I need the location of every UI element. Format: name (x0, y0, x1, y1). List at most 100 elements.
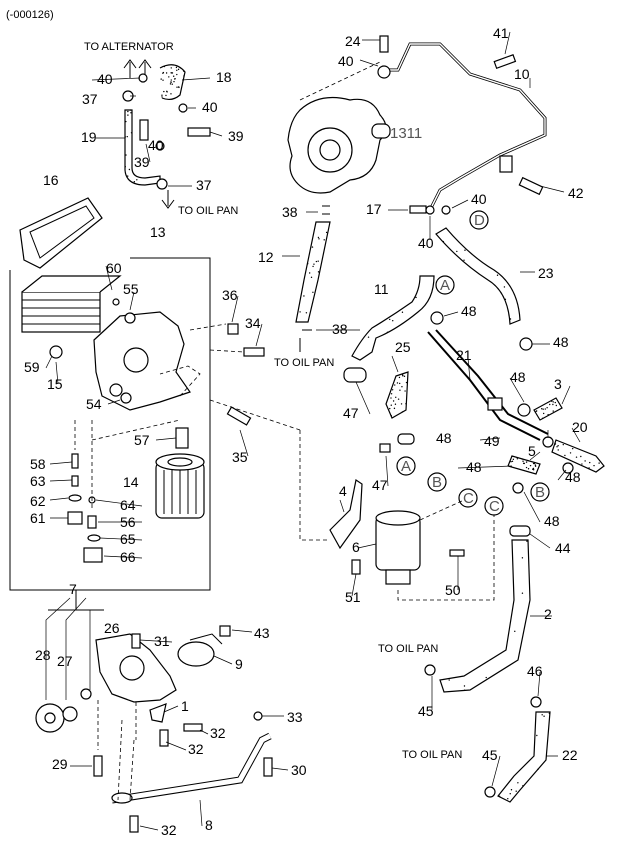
seal-27 (62, 706, 78, 722)
callout-48-a: 48 (461, 303, 477, 319)
callout-37-bottom: 37 (196, 177, 212, 193)
callout-64: 64 (120, 497, 136, 513)
callout-43: 43 (254, 625, 270, 641)
note-to-alternator: TO ALTERNATOR (84, 41, 174, 53)
clamp-44 (509, 525, 531, 537)
clamp-47-b (379, 443, 391, 453)
clamp-45-a (424, 664, 436, 676)
bolt-29 (93, 755, 103, 777)
callout-34: 34 (245, 315, 261, 331)
clamp-48-25 (397, 433, 415, 445)
clamp-48-c (519, 337, 533, 351)
callout-60: 60 (106, 260, 122, 276)
bolt-17 (409, 205, 427, 214)
ref-circle-C-2 (458, 488, 478, 508)
callout-62: 62 (30, 493, 46, 509)
callout-4: 4 (339, 483, 347, 499)
callout-63: 63 (30, 473, 46, 489)
callout-39-b: 39 (134, 154, 150, 170)
callout-30: 30 (291, 762, 307, 778)
callout-2: 2 (544, 606, 552, 622)
ref-C-1: C (489, 498, 500, 515)
callout-12: 12 (258, 249, 274, 265)
callout-15: 15 (47, 376, 63, 392)
ref-circle-D (469, 210, 489, 230)
callout-45-a: 45 (418, 703, 434, 719)
note-to-oil-pan-2: TO OIL PAN (274, 357, 334, 369)
ref-D: D (474, 212, 485, 229)
gasket-16 (19, 197, 103, 269)
callout-49: 49 (484, 433, 500, 449)
o-ring-33 (253, 711, 263, 721)
bolt-32-b (183, 723, 203, 732)
clamp-48-b (517, 403, 531, 417)
callout-5: 5 (528, 443, 536, 459)
seal-62 (68, 494, 82, 502)
pipe-21-b (435, 329, 549, 435)
alternator-line-group: TO ALTERNATOR TO OIL PAN (84, 41, 238, 217)
bolt-50 (449, 549, 465, 557)
hose-5 (507, 455, 541, 475)
hose-11 (351, 275, 435, 361)
callout-39-a: 39 (228, 128, 244, 144)
callout-55: 55 (123, 281, 139, 297)
callout-13: 13 (150, 224, 166, 240)
callout-27: 27 (57, 653, 73, 669)
callout-21: 21 (456, 347, 472, 363)
bracket-1 (149, 703, 167, 723)
callout-51: 51 (345, 589, 361, 605)
callout-48-g: 48 (544, 513, 560, 529)
oil-separator-group: B C (299, 430, 495, 601)
plug-58 (71, 453, 79, 469)
ref-A-1: A (440, 277, 450, 294)
callout-48-b: 48 (553, 334, 569, 350)
spring-56 (87, 515, 97, 529)
note-to-oil-pan-4: TO OIL PAN (402, 749, 462, 761)
bolt-42 (518, 176, 544, 196)
callout-40-turbo: 40 (338, 53, 354, 69)
callout-22: 22 (562, 747, 578, 763)
ref-circle-B-1 (530, 482, 550, 502)
bolt-39-a (139, 119, 149, 141)
note-to-oil-pan-3: TO OIL PAN (378, 643, 438, 655)
callout-54: 54 (86, 396, 102, 412)
plug-15 (49, 345, 63, 359)
pipe-21-a (427, 331, 541, 441)
callout-25: 25 (395, 339, 411, 355)
callout-40-b17: 40 (418, 235, 434, 251)
callout-47-a: 47 (343, 405, 359, 421)
note-to-oil-pan-1: TO OIL PAN (178, 205, 238, 217)
callout-48-f: 48 (565, 469, 581, 485)
hose-2 (439, 539, 531, 693)
callout-7: 7 (69, 581, 77, 597)
leader-lines (45, 31, 581, 831)
ref-C-2: C (463, 490, 474, 507)
ref-B-2: B (432, 474, 442, 491)
callout-24: 24 (345, 33, 361, 49)
clamp-45-b (484, 786, 496, 798)
callout-46: 46 (527, 663, 543, 679)
clip-37-bottom (156, 178, 168, 190)
callout-59: 59 (24, 359, 40, 375)
callout-20: 20 (572, 419, 588, 435)
callout-40-alt: 40 (97, 71, 113, 87)
callout-33: 33 (287, 709, 303, 725)
callout-35: 35 (232, 449, 248, 465)
callout-32-b: 32 (188, 741, 204, 757)
clamp-49 (542, 436, 554, 448)
callout-57: 57 (134, 432, 150, 448)
bolt-34 (243, 347, 265, 357)
ref-circle-B-2 (427, 472, 447, 492)
bolt-35 (226, 406, 252, 426)
bracket-4 (329, 479, 363, 550)
ref-circle-A-2 (396, 456, 416, 476)
washer-40-b (178, 103, 188, 113)
nut-43 (219, 625, 231, 637)
oil-strainer-9 (177, 641, 215, 667)
callout-48-e: 48 (466, 459, 482, 475)
ref-circle-A-1 (435, 275, 455, 295)
ref-1311: 1311 (390, 125, 422, 142)
oil-cooler (21, 291, 101, 333)
clamp-46 (530, 696, 542, 708)
